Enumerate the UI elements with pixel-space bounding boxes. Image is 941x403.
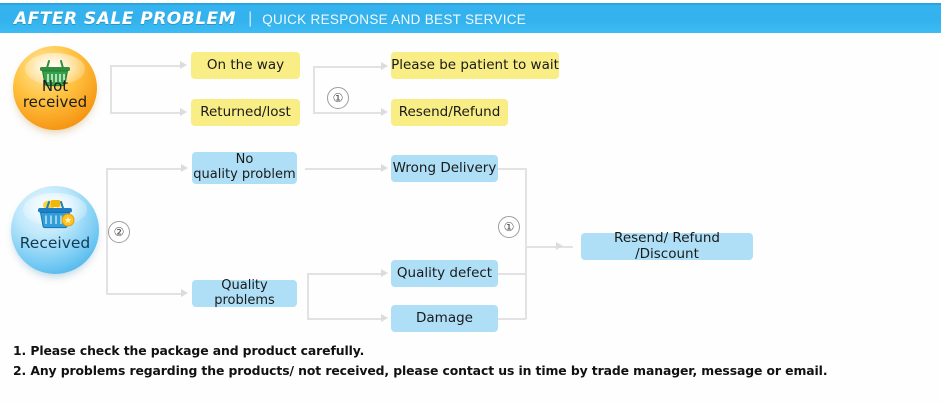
connector-line bbox=[498, 273, 526, 275]
arrow-head bbox=[181, 288, 188, 297]
footer-note-1: 1. Please check the package and product … bbox=[13, 343, 365, 358]
arrow-head bbox=[381, 61, 388, 70]
node-damage[interactable]: Damage bbox=[391, 305, 498, 332]
connector-line bbox=[525, 168, 527, 319]
connector-line bbox=[498, 168, 526, 170]
connector-line bbox=[307, 318, 381, 320]
node-resend-refund-discount[interactable]: Resend/ Refund /Discount bbox=[581, 231, 753, 261]
connector-line bbox=[498, 318, 526, 320]
connector-line bbox=[110, 65, 112, 113]
arrow-head bbox=[381, 313, 388, 322]
header-divider: | bbox=[248, 10, 253, 27]
header-bar: AFTER SALE PROBLEM | QUICK RESPONSE AND … bbox=[0, 3, 941, 33]
connector-line bbox=[525, 246, 573, 248]
step-marker-2: ② bbox=[108, 221, 130, 243]
connector-line bbox=[305, 168, 381, 170]
arrow-head bbox=[180, 60, 187, 69]
connector-line bbox=[307, 273, 381, 275]
step-marker-1-merge: ① bbox=[498, 216, 520, 238]
footer-note-2: 2. Any problems regarding the products/ … bbox=[13, 363, 828, 379]
connector-line bbox=[110, 112, 180, 114]
connector-line bbox=[313, 112, 381, 114]
step-marker-1: ① bbox=[327, 87, 349, 109]
footer-notes: 1. Please check the package and product … bbox=[13, 341, 913, 381]
connector-line bbox=[106, 168, 181, 170]
node-resend-refund[interactable]: Resend/Refund bbox=[391, 99, 508, 126]
arrow-head bbox=[180, 107, 187, 116]
node-quality-defect[interactable]: Quality defect bbox=[391, 260, 498, 287]
connector-line bbox=[110, 65, 180, 67]
header-subtitle: QUICK RESPONSE AND BEST SERVICE bbox=[262, 11, 527, 27]
connector-line bbox=[313, 66, 381, 68]
arrow-head bbox=[381, 268, 388, 277]
connector-line bbox=[106, 293, 181, 295]
arrow-head bbox=[556, 241, 563, 250]
node-line-1: No bbox=[235, 152, 254, 168]
arrow-head bbox=[181, 163, 188, 172]
node-no-quality-problem[interactable]: No quality problem bbox=[192, 152, 297, 184]
node-please-be-patient[interactable]: Please be patient to wait bbox=[391, 52, 559, 79]
page-title: AFTER SALE PROBLEM bbox=[14, 9, 237, 29]
arrow-head bbox=[381, 163, 388, 172]
filled-basket-icon bbox=[33, 197, 77, 236]
node-quality-problems[interactable]: Quality problems bbox=[192, 278, 297, 307]
node-on-the-way[interactable]: On the way bbox=[191, 52, 300, 79]
branch-icon-received: Received bbox=[11, 186, 99, 274]
node-wrong-delivery[interactable]: Wrong Delivery bbox=[391, 155, 498, 182]
arrow-head bbox=[381, 107, 388, 116]
connector-line bbox=[106, 168, 108, 294]
node-line-2: quality problem bbox=[193, 167, 296, 182]
branch-label-received: Received bbox=[19, 234, 91, 253]
connector-line bbox=[307, 273, 309, 319]
node-returned-lost[interactable]: Returned/lost bbox=[191, 99, 300, 126]
connector-line bbox=[313, 66, 315, 113]
